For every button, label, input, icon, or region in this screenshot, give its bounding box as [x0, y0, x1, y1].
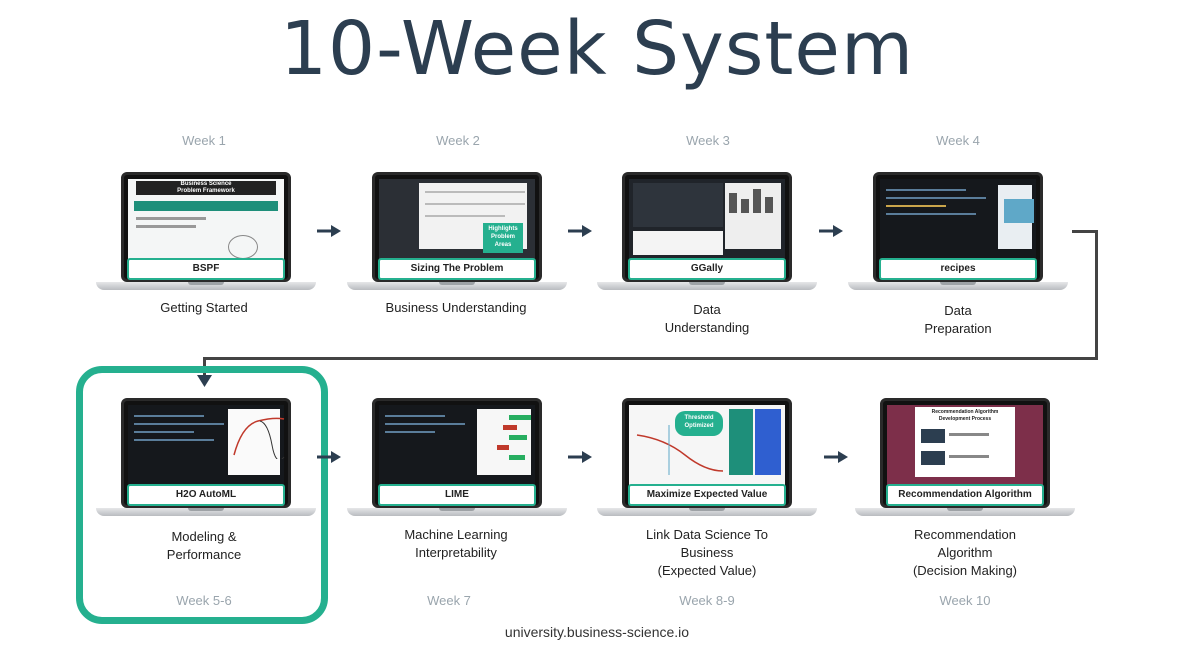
step-caption: Modeling & Performance — [166, 529, 242, 562]
step-caption: Recommendation Algorithm (Decision Makin… — [912, 527, 1018, 578]
tag-label: Recommendation Algorithm — [886, 484, 1044, 506]
week-label: Week 10 — [939, 593, 991, 608]
tag-label: Sizing The Problem — [378, 258, 536, 280]
footer-url: university.business-science.io — [504, 624, 690, 640]
arrow-right-icon — [317, 225, 341, 237]
arrow-right-icon — [568, 451, 592, 463]
connector-line — [203, 357, 1098, 360]
week-label: Week 8-9 — [679, 593, 735, 608]
bspf-header: Business Science Problem Framework — [136, 181, 276, 195]
laptop-step-5: H2O AutoML — [96, 398, 316, 520]
connector-line — [1072, 230, 1098, 233]
tag-label: recipes — [879, 258, 1037, 280]
arrow-right-icon — [824, 451, 848, 463]
tag-label: LIME — [378, 484, 536, 506]
tag-label: GGally — [628, 258, 786, 280]
arrow-right-icon — [568, 225, 592, 237]
step-caption: Link Data Science To Business (Expected … — [646, 527, 768, 578]
sizing-callout: Highlights Problem Areas — [483, 223, 523, 253]
threshold-callout: Threshold Optimized — [675, 411, 723, 436]
arrow-right-icon — [819, 225, 843, 237]
step-caption: Machine Learning Interpretability — [404, 527, 508, 560]
laptop-step-8: Recommendation Algorithm Development Pro… — [855, 398, 1075, 520]
week-label: Week 3 — [686, 133, 730, 148]
laptop-step-2: Highlights Problem Areas Sizing The Prob… — [347, 172, 567, 294]
connector-line — [1095, 230, 1098, 360]
step-caption: Getting Started — [160, 300, 248, 315]
page-title: 10-Week System — [279, 6, 915, 92]
laptop-step-6: LIME — [347, 398, 567, 520]
week-label: Week 1 — [182, 133, 226, 148]
step-caption: Data Understanding — [664, 302, 750, 335]
tag-label: Maximize Expected Value — [628, 484, 786, 506]
rec-header: Recommendation Algorithm Development Pro… — [931, 409, 999, 422]
week-label: Week 7 — [427, 593, 471, 608]
week-label: Week 5-6 — [176, 593, 232, 608]
laptop-step-3: GGally — [597, 172, 817, 294]
tag-label: H2O AutoML — [127, 484, 285, 506]
current-step-highlight — [76, 366, 328, 624]
arrow-right-icon — [317, 451, 341, 463]
laptop-step-7: Threshold Optimized Maximize Expected Va… — [597, 398, 817, 520]
laptop-step-1: Business Science Problem Framework BSPF — [96, 172, 316, 294]
step-caption: Business Understanding — [385, 300, 527, 315]
arrow-down-icon — [197, 375, 212, 387]
week-label: Week 4 — [936, 133, 980, 148]
week-label: Week 2 — [436, 133, 480, 148]
laptop-step-4: recipes — [848, 172, 1068, 294]
tag-label: BSPF — [127, 258, 285, 280]
step-caption: Data Preparation — [924, 303, 992, 336]
